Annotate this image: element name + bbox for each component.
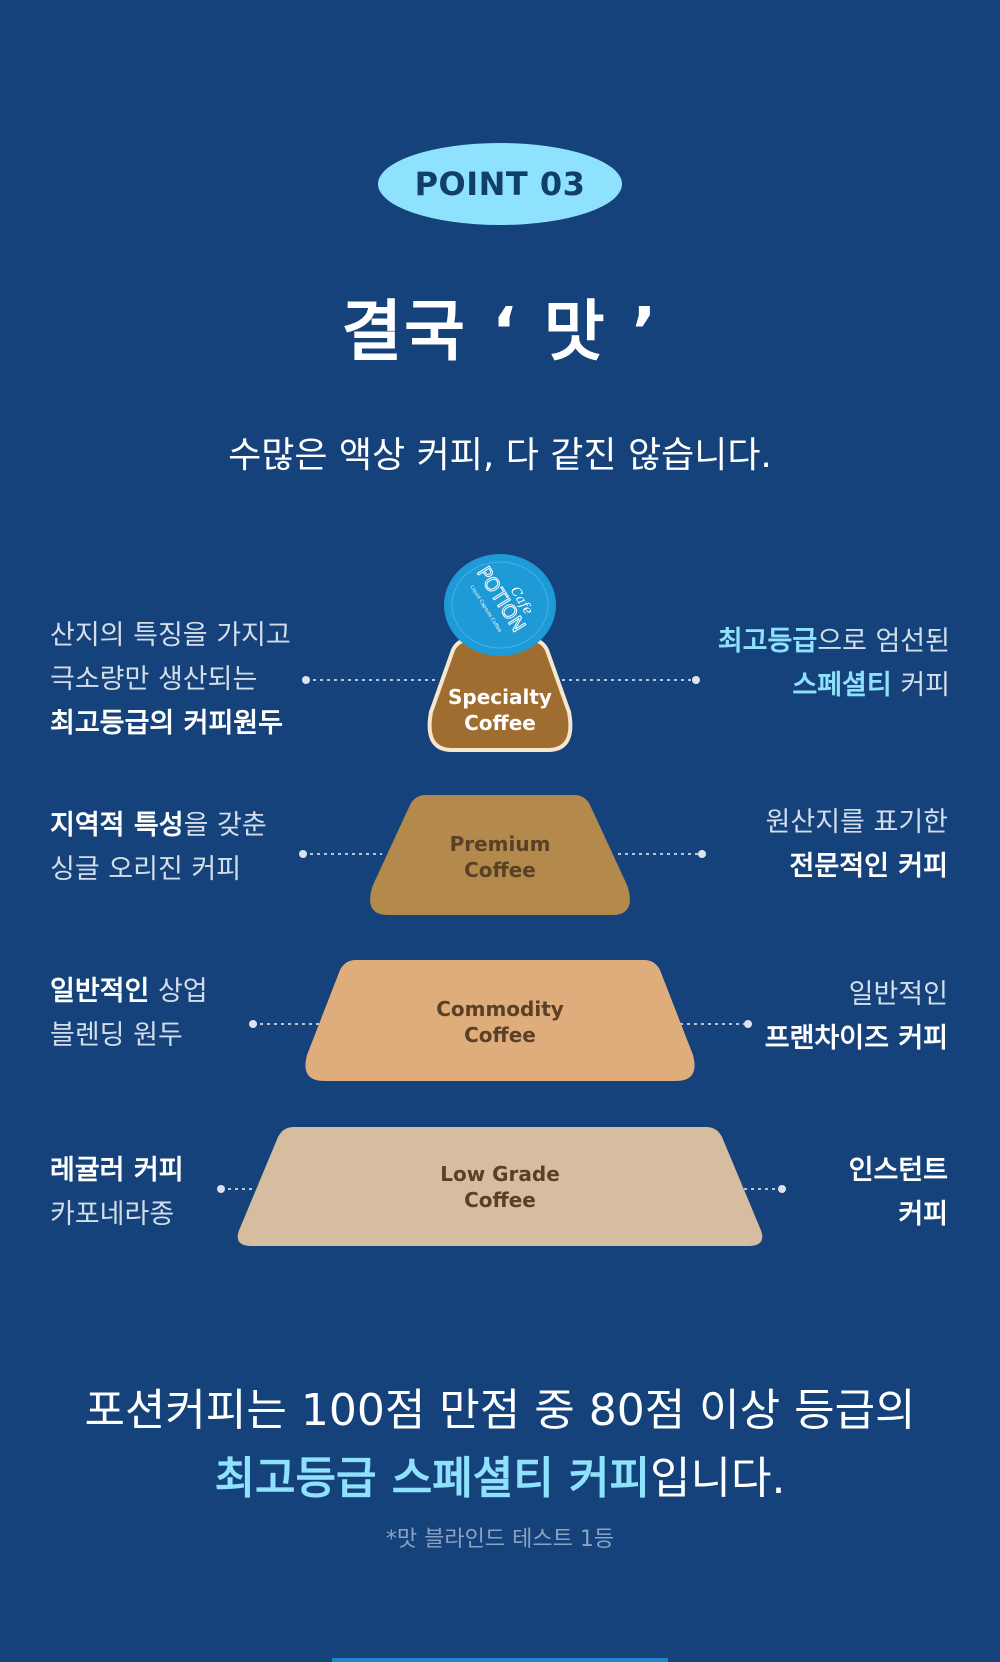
footnote: *맛 블라인드 테스트 1등 [385, 1527, 615, 1552]
lowgrade-left-description: 레귤러 커피 카포네라종 [50, 1149, 184, 1237]
page-subtitle: 수많은 액상 커피, 다 같진 않습니다. [228, 435, 772, 476]
commodity-right-description: 일반적인 프랜차이즈 커피 [765, 973, 948, 1061]
premium-right-line2: 전문적인 커피 [789, 851, 948, 882]
commodity-left-line2: 블렌딩 원두 [50, 1020, 183, 1051]
tier-lowgrade-label: Low Grade Coffee [400, 1161, 600, 1213]
tier-lowgrade-label-line1: Low Grade [440, 1162, 560, 1186]
premium-right-description: 원산지를 표기한 전문적인 커피 [766, 801, 948, 889]
point-badge-label: POINT 03 [414, 165, 586, 203]
connector-dot [698, 850, 706, 858]
connector-dot [302, 676, 310, 684]
specialty-right-normal1: 으로 엄선된 [817, 626, 950, 657]
tier-commodity-label: Commodity Coffee [400, 996, 600, 1048]
lowgrade-right-description: 인스턴트 커피 [849, 1149, 948, 1237]
tier-premium-label-line2: Coffee [464, 858, 536, 882]
commodity-right-line2: 프랜차이즈 커피 [764, 1023, 948, 1054]
connector-dot [249, 1020, 257, 1028]
connector-dot [692, 676, 700, 684]
specialty-left-line1: 산지의 특징을 가지고 [50, 620, 291, 651]
tier-premium-shape [370, 795, 630, 915]
specialty-right-normal2: 커피 [891, 670, 950, 701]
connector-dot [299, 850, 307, 858]
commodity-left-normal: 상업 [149, 976, 208, 1007]
bottom-statement-accent: 최고등급 스페셜티 커피 [214, 1453, 650, 1504]
bottom-statement-normal: 입니다. [650, 1453, 786, 1504]
bottom-statement-line1: 포션커피는 100점 만점 중 80점 이상 등급의 [84, 1385, 916, 1436]
tier-commodity-shape [305, 960, 695, 1081]
tier-lowgrade-shape [237, 1127, 763, 1246]
lowgrade-left-line2: 카포네라종 [50, 1199, 175, 1230]
commodity-left-bold: 일반적인 [50, 976, 150, 1007]
specialty-right-accent1: 최고등급 [717, 626, 818, 657]
potion-capsule: Cafe POTION Liquid Capsule Coffee [444, 554, 556, 656]
connector-dot [778, 1185, 786, 1193]
connector-dot [217, 1185, 225, 1193]
tier-commodity-label-line1: Commodity [436, 997, 564, 1021]
premium-left-line2: 싱글 오리진 커피 [50, 854, 242, 885]
premium-right-line1: 원산지를 표기한 [765, 807, 948, 838]
premium-left-description: 지역적 특성을 갖춘 싱글 오리진 커피 [50, 804, 267, 892]
commodity-right-line1: 일반적인 [848, 979, 948, 1010]
tier-specialty-label-line2: Coffee [464, 711, 536, 735]
connector-dot [744, 1020, 752, 1028]
tier-specialty-label: Specialty Coffee [400, 684, 600, 736]
tier-specialty-shape [427, 638, 573, 752]
bottom-divider [332, 1658, 668, 1662]
tier-premium-label-line1: Premium [449, 832, 551, 856]
lowgrade-right-line1: 인스턴트 [848, 1155, 948, 1186]
point-badge: POINT 03 [378, 143, 622, 225]
capsule-lid [444, 554, 556, 656]
specialty-left-description: 산지의 특징을 가지고 극소량만 생산되는 최고등급의 커피원두 [50, 614, 291, 746]
commodity-left-description: 일반적인 상업 블렌딩 원두 [50, 970, 208, 1058]
lowgrade-left-line1: 레귤러 커피 [50, 1155, 184, 1186]
specialty-right-description: 최고등급으로 엄선된 스페셜티 커피 [718, 620, 950, 708]
premium-left-normal: 을 갖춘 [183, 810, 267, 841]
bottom-statement-line2: 최고등급 스페셜티 커피입니다. [0, 1442, 1000, 1506]
specialty-left-line2: 극소량만 생산되는 [50, 664, 258, 695]
specialty-right-accent2: 스페셜티 [792, 670, 892, 701]
lowgrade-right-line2: 커피 [898, 1199, 948, 1230]
specialty-left-line3: 최고등급의 커피원두 [50, 708, 283, 739]
page-title: 결국 ‘ 맛 ’ [341, 293, 659, 370]
tier-specialty-label-line1: Specialty [448, 685, 552, 709]
tier-premium-label: Premium Coffee [400, 831, 600, 883]
tier-commodity-label-line2: Coffee [464, 1023, 536, 1047]
coffee-grade-pyramid: Cafe POTION Liquid Capsule Coffee [217, 554, 786, 1246]
tier-lowgrade-label-line2: Coffee [464, 1188, 536, 1212]
premium-left-bold: 지역적 특성 [50, 810, 184, 841]
